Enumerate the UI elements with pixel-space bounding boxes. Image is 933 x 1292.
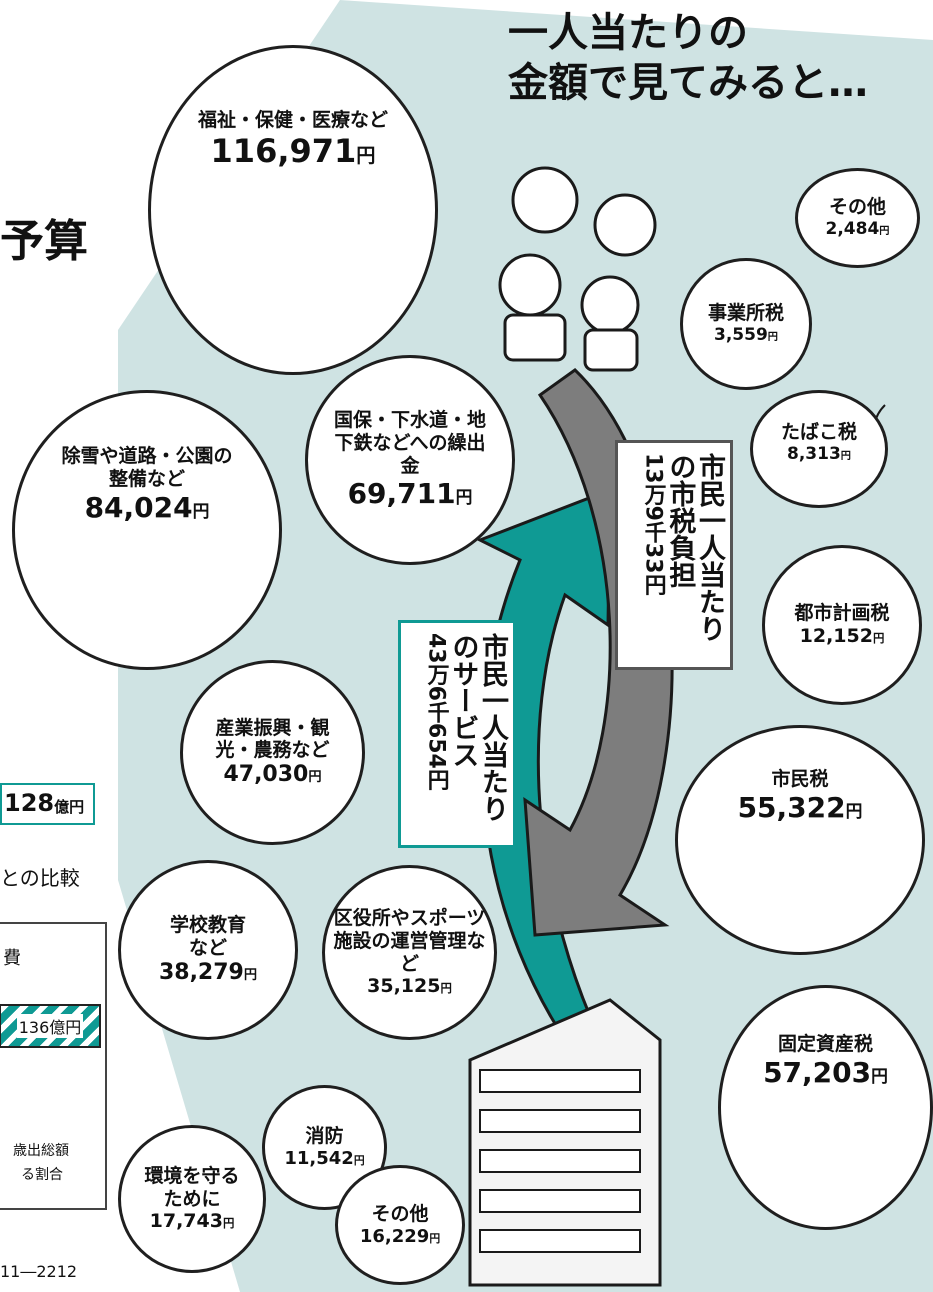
amount-unit: 円 <box>243 967 258 983</box>
amount-value: 12,152 <box>799 625 873 647</box>
note-line2: る割合 <box>21 1167 63 1183</box>
revenue-amount: 57,203円 <box>763 1056 888 1090</box>
amount-value: 35,125 <box>367 975 441 998</box>
revenue-resident-tax-circle: 市民税 55,322円 <box>675 725 925 955</box>
amount-unit: 円 <box>353 1154 365 1168</box>
budget-amount-unit: 億円 <box>54 798 85 816</box>
revenue-label: 固定資産税 <box>777 1033 873 1055</box>
amount-unit: 円 <box>308 770 322 786</box>
amount-value: 57,203 <box>763 1055 872 1089</box>
revenue-label: 市民税 <box>771 768 829 790</box>
amount-unit: 円 <box>222 1216 235 1231</box>
expense-label: その他 <box>371 1202 429 1225</box>
expense-ward-office-circle: 区役所やスポーツ施設の運営管理など 35,125円 <box>322 865 497 1040</box>
expense-amount: 16,229円 <box>360 1226 440 1248</box>
revenue-other-circle: その他 2,484円 <box>795 168 920 268</box>
amount-unit: 円 <box>455 487 473 508</box>
expense-welfare-circle: 福祉・保健・医療など 116,971円 <box>148 45 438 375</box>
expense-amount: 11,542円 <box>284 1148 364 1170</box>
tax-burden-per-resident-box: 市民一人当たり の市税負担 13万9千33円 <box>615 440 733 670</box>
family-illustration <box>498 166 657 372</box>
expense-label: 消防 <box>305 1125 344 1148</box>
note-line1: 歳出総額 <box>13 1143 69 1159</box>
revenue-city-planning-tax-circle: 都市計画税 12,152円 <box>762 545 922 705</box>
expense-label: 国保・下水道・地下鉄などへの繰出金 <box>333 409 486 477</box>
amount-unit: 円 <box>840 450 851 462</box>
revenue-label: 事業所税 <box>707 302 784 325</box>
revenue-tobacco-tax-circle: たばこ税 8,313円 <box>750 390 888 508</box>
amount-value: 3,559 <box>714 325 768 346</box>
revenue-amount: 12,152円 <box>800 625 885 648</box>
service-box-line1: 市民一人当たり <box>477 633 508 822</box>
amount-value: 69,711 <box>347 477 456 511</box>
revenue-business-office-tax-circle: 事業所税 3,559円 <box>680 258 812 390</box>
service-box-line3: 43万6千654円 <box>423 633 449 791</box>
expense-label: 産業振興・観光・農務など <box>215 716 330 762</box>
comparison-label: との比較 <box>0 866 80 890</box>
service-per-resident-box: 市民一人当たり のサービス 43万6千654円 <box>398 620 516 848</box>
expense-amount: 116,971円 <box>211 132 376 170</box>
amount-unit: 円 <box>440 981 452 996</box>
contact-phone: 11―2212 <box>0 1262 78 1281</box>
amount-unit: 円 <box>356 144 376 168</box>
amount-value: 84,024 <box>84 491 193 524</box>
revenue-property-tax-circle: 固定資産税 57,203円 <box>718 985 933 1230</box>
tax-box-line3: 13万9千33円 <box>640 453 666 596</box>
expense-amount: 84,024円 <box>85 491 210 525</box>
revenue-amount: 55,322円 <box>738 791 863 825</box>
amount-value: 47,030 <box>223 762 309 788</box>
tax-box-line2: の市税負担 <box>664 453 696 588</box>
amount-unit: 円 <box>871 1065 888 1086</box>
revenue-label: その他 <box>828 196 886 219</box>
expense-other-circle: その他 16,229円 <box>335 1165 465 1285</box>
legend-cost-label: 費 <box>3 948 21 969</box>
expense-label: 環境を守るために <box>144 1164 240 1210</box>
amount-value: 8,313 <box>787 443 841 464</box>
amount-value: 55,322 <box>737 790 846 824</box>
revenue-amount: 2,484円 <box>826 219 890 239</box>
expense-label: 学校教育など <box>169 914 246 959</box>
revenue-label: 都市計画税 <box>794 602 890 625</box>
header-line1: 一人当たりの <box>508 10 748 56</box>
expense-environment-circle: 環境を守るために 17,743円 <box>118 1125 266 1273</box>
comparison-panel: 費 136億円 歳出総額 る割合 <box>0 922 107 1210</box>
expense-amount: 38,279円 <box>159 960 257 986</box>
expense-label: 福祉・保健・医療など <box>197 109 388 132</box>
expense-roads-circle: 除雪や道路・公園の整備など 84,024円 <box>12 390 282 670</box>
header-title: 一人当たりの 金額で見てみると… <box>508 8 868 108</box>
comparison-bar: 136億円 <box>0 1004 101 1048</box>
expense-amount: 17,743円 <box>150 1210 235 1233</box>
city-hall-building <box>468 998 662 1287</box>
tax-box-line1: 市民一人当たり <box>694 453 725 642</box>
expense-transfers-circle: 国保・下水道・地下鉄などへの繰出金 69,711円 <box>305 355 515 565</box>
header-line2: 金額で見てみると… <box>508 60 868 106</box>
comparison-bar-label: 136億円 <box>16 1014 84 1038</box>
amount-unit: 円 <box>845 800 863 821</box>
amount-value: 16,229 <box>359 1225 430 1247</box>
expense-label: 区役所やスポーツ施設の運営管理など <box>333 906 486 975</box>
expense-amount: 69,711円 <box>348 477 473 511</box>
amount-unit: 円 <box>767 332 778 344</box>
amount-value: 2,484 <box>825 219 880 240</box>
revenue-label: たばこ税 <box>780 421 857 443</box>
amount-value: 116,971 <box>210 132 357 171</box>
amount-unit: 円 <box>429 1231 441 1245</box>
expense-amount: 47,030円 <box>223 762 321 788</box>
budget-amount-value: 128 <box>4 789 55 817</box>
service-box-line2: のサービス <box>447 633 479 768</box>
amount-unit: 円 <box>879 226 890 238</box>
amount-value: 11,542 <box>284 1148 354 1170</box>
amount-unit: 円 <box>872 631 885 645</box>
amount-value: 17,743 <box>149 1210 223 1233</box>
expense-education-circle: 学校教育など 38,279円 <box>118 860 298 1040</box>
revenue-amount: 3,559円 <box>714 325 778 345</box>
expense-industry-circle: 産業振興・観光・農務など 47,030円 <box>180 660 365 845</box>
revenue-amount: 8,313円 <box>787 444 851 464</box>
expense-amount: 35,125円 <box>367 975 452 998</box>
budget-title-fragment: 予算 <box>0 216 88 267</box>
amount-value: 38,279 <box>158 959 244 985</box>
amount-unit: 円 <box>192 501 210 521</box>
expense-label: 除雪や道路・公園の整備など <box>61 445 233 491</box>
